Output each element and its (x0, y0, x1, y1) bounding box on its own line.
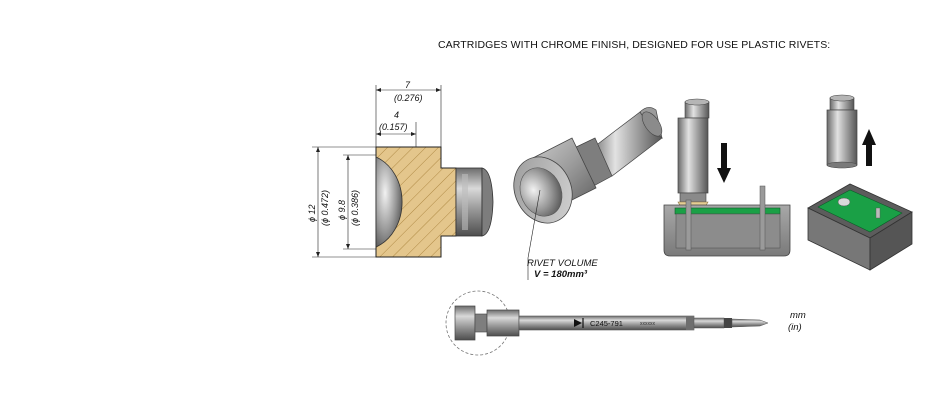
part-number: C245-791 (590, 319, 623, 328)
units-imperial: (in) (788, 322, 802, 333)
dim-width-inner-in: (0.157) (379, 122, 408, 132)
rivet-volume-value: V = 180mm³ (534, 269, 588, 280)
shank-section (455, 167, 483, 237)
dim-dia-outer-mm: ϕ 12 (307, 204, 317, 222)
rivet-volume-label: RIVET VOLUME (527, 258, 598, 269)
units-metric: mm (790, 310, 806, 321)
page-heading: CARTRIDGES WITH CHROME FINISH, DESIGNED … (438, 39, 831, 51)
dim-width-outer-in: (0.276) (394, 93, 423, 103)
pressing-diagram (663, 98, 791, 257)
tip-3d-view: RIVET VOLUME V = 180mm³ (513, 107, 663, 280)
rivet-cavity (375, 156, 403, 248)
arrow-up-icon (866, 144, 872, 166)
dim-width-outer-mm: 7 (405, 80, 411, 90)
dim-dia-inner-mm: ϕ 9.8 (337, 200, 347, 220)
dim-dia-inner-in: (ϕ 0.386) (350, 190, 360, 226)
serial-number: xxxxxx (640, 321, 656, 327)
direction-arrow-icon (574, 319, 582, 327)
dim-dia-outer-in: (ϕ 0.472) (320, 190, 330, 226)
section-view: 7 (0.276) 4 (0.157) ϕ 12 (ϕ 0.472) ϕ 9.8… (307, 80, 494, 258)
finished-part (807, 94, 913, 271)
cartridge-side-view: C245-791 xxxxxx (445, 290, 769, 356)
dim-width-inner-mm: 4 (394, 110, 399, 120)
arrow-down-icon (721, 143, 727, 169)
